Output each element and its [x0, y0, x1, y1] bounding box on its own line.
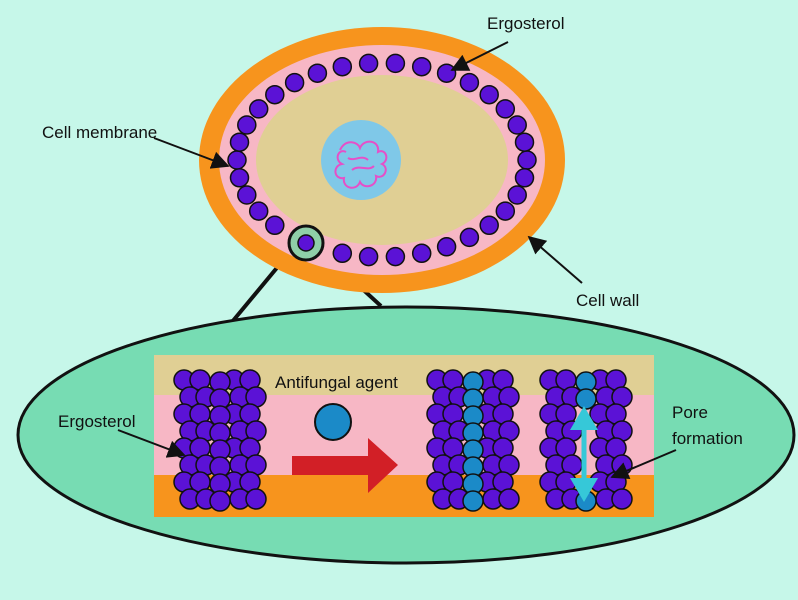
pointer-cell-membrane [153, 137, 230, 169]
ergosterol-dot [436, 237, 457, 257]
pore-complex [539, 369, 633, 512]
ergosterol-dot [495, 99, 516, 119]
ergosterol-molecule [245, 488, 267, 510]
ergosterol-dot [265, 84, 285, 105]
label-ergosterol-zoom: Ergosterol [58, 412, 135, 431]
label-cell-membrane: Cell membrane [42, 123, 157, 142]
ergosterol-dot [479, 215, 499, 236]
pointer-ergosterol-top [450, 41, 509, 71]
nucleus [321, 120, 401, 200]
ergosterol-dot [411, 56, 432, 77]
ergosterol-dot [284, 72, 305, 93]
ergosterol-dot [358, 246, 379, 267]
label-pore: Pore [672, 403, 708, 422]
pointer-pore-formation [610, 449, 677, 479]
ergosterol-dot [248, 201, 269, 221]
ergosterol-dot [459, 72, 480, 93]
ergosterol-dot [385, 53, 406, 74]
pointer-ergosterol-zoom [117, 429, 186, 458]
fungal-cell [199, 27, 565, 293]
ergosterol-dot [507, 115, 527, 135]
ergosterol-molecule [209, 490, 231, 512]
membrane-ergosterol-dots [227, 53, 537, 267]
ergosterol-dot [514, 168, 535, 188]
ergosterol-molecule [498, 488, 520, 510]
label-antifungal-agent: Antifungal agent [275, 373, 398, 392]
ergosterol-dot [479, 84, 499, 105]
ergosterol-dot [248, 99, 269, 119]
ergosterol-dot [436, 63, 457, 83]
ergosterol-dot [514, 132, 535, 152]
ergosterol-dot [411, 243, 432, 264]
zoom-spot-ergosterol [297, 234, 315, 252]
process-arrow [292, 438, 398, 493]
pore-arrow [570, 406, 598, 502]
antifungal-molecule [575, 388, 597, 410]
ergosterol-dot [237, 185, 257, 205]
ergosterol-molecule [611, 488, 633, 510]
antifungal-agent-molecule [314, 403, 352, 441]
ergosterol-dot [229, 132, 250, 152]
ergosterol-dot [237, 115, 257, 135]
ergosterol-dot [459, 227, 480, 248]
ergosterol-dot [229, 168, 250, 188]
ergosterol-dot [332, 56, 353, 77]
ergosterol-dot [495, 201, 516, 221]
antifungal-molecule [462, 490, 484, 512]
ergosterol-dot [385, 246, 406, 267]
dna-strand [334, 140, 388, 189]
ergosterol-dot [227, 150, 247, 170]
ergosterol-dot [358, 53, 379, 74]
ergosterol-cluster-left [173, 369, 267, 512]
ergosterol-dot [307, 63, 328, 83]
label-pore-formation: formation [672, 429, 743, 448]
label-cell-wall: Cell wall [576, 291, 639, 310]
ergosterol-dot [332, 243, 353, 264]
label-ergosterol-top: Ergosterol [487, 14, 564, 33]
ergosterol-dot [265, 215, 285, 236]
ergosterol-dot [517, 150, 537, 170]
ergosterol-dot [507, 185, 527, 205]
ergosterol-antifungal-complex [426, 369, 520, 512]
pointer-cell-wall [527, 235, 583, 284]
